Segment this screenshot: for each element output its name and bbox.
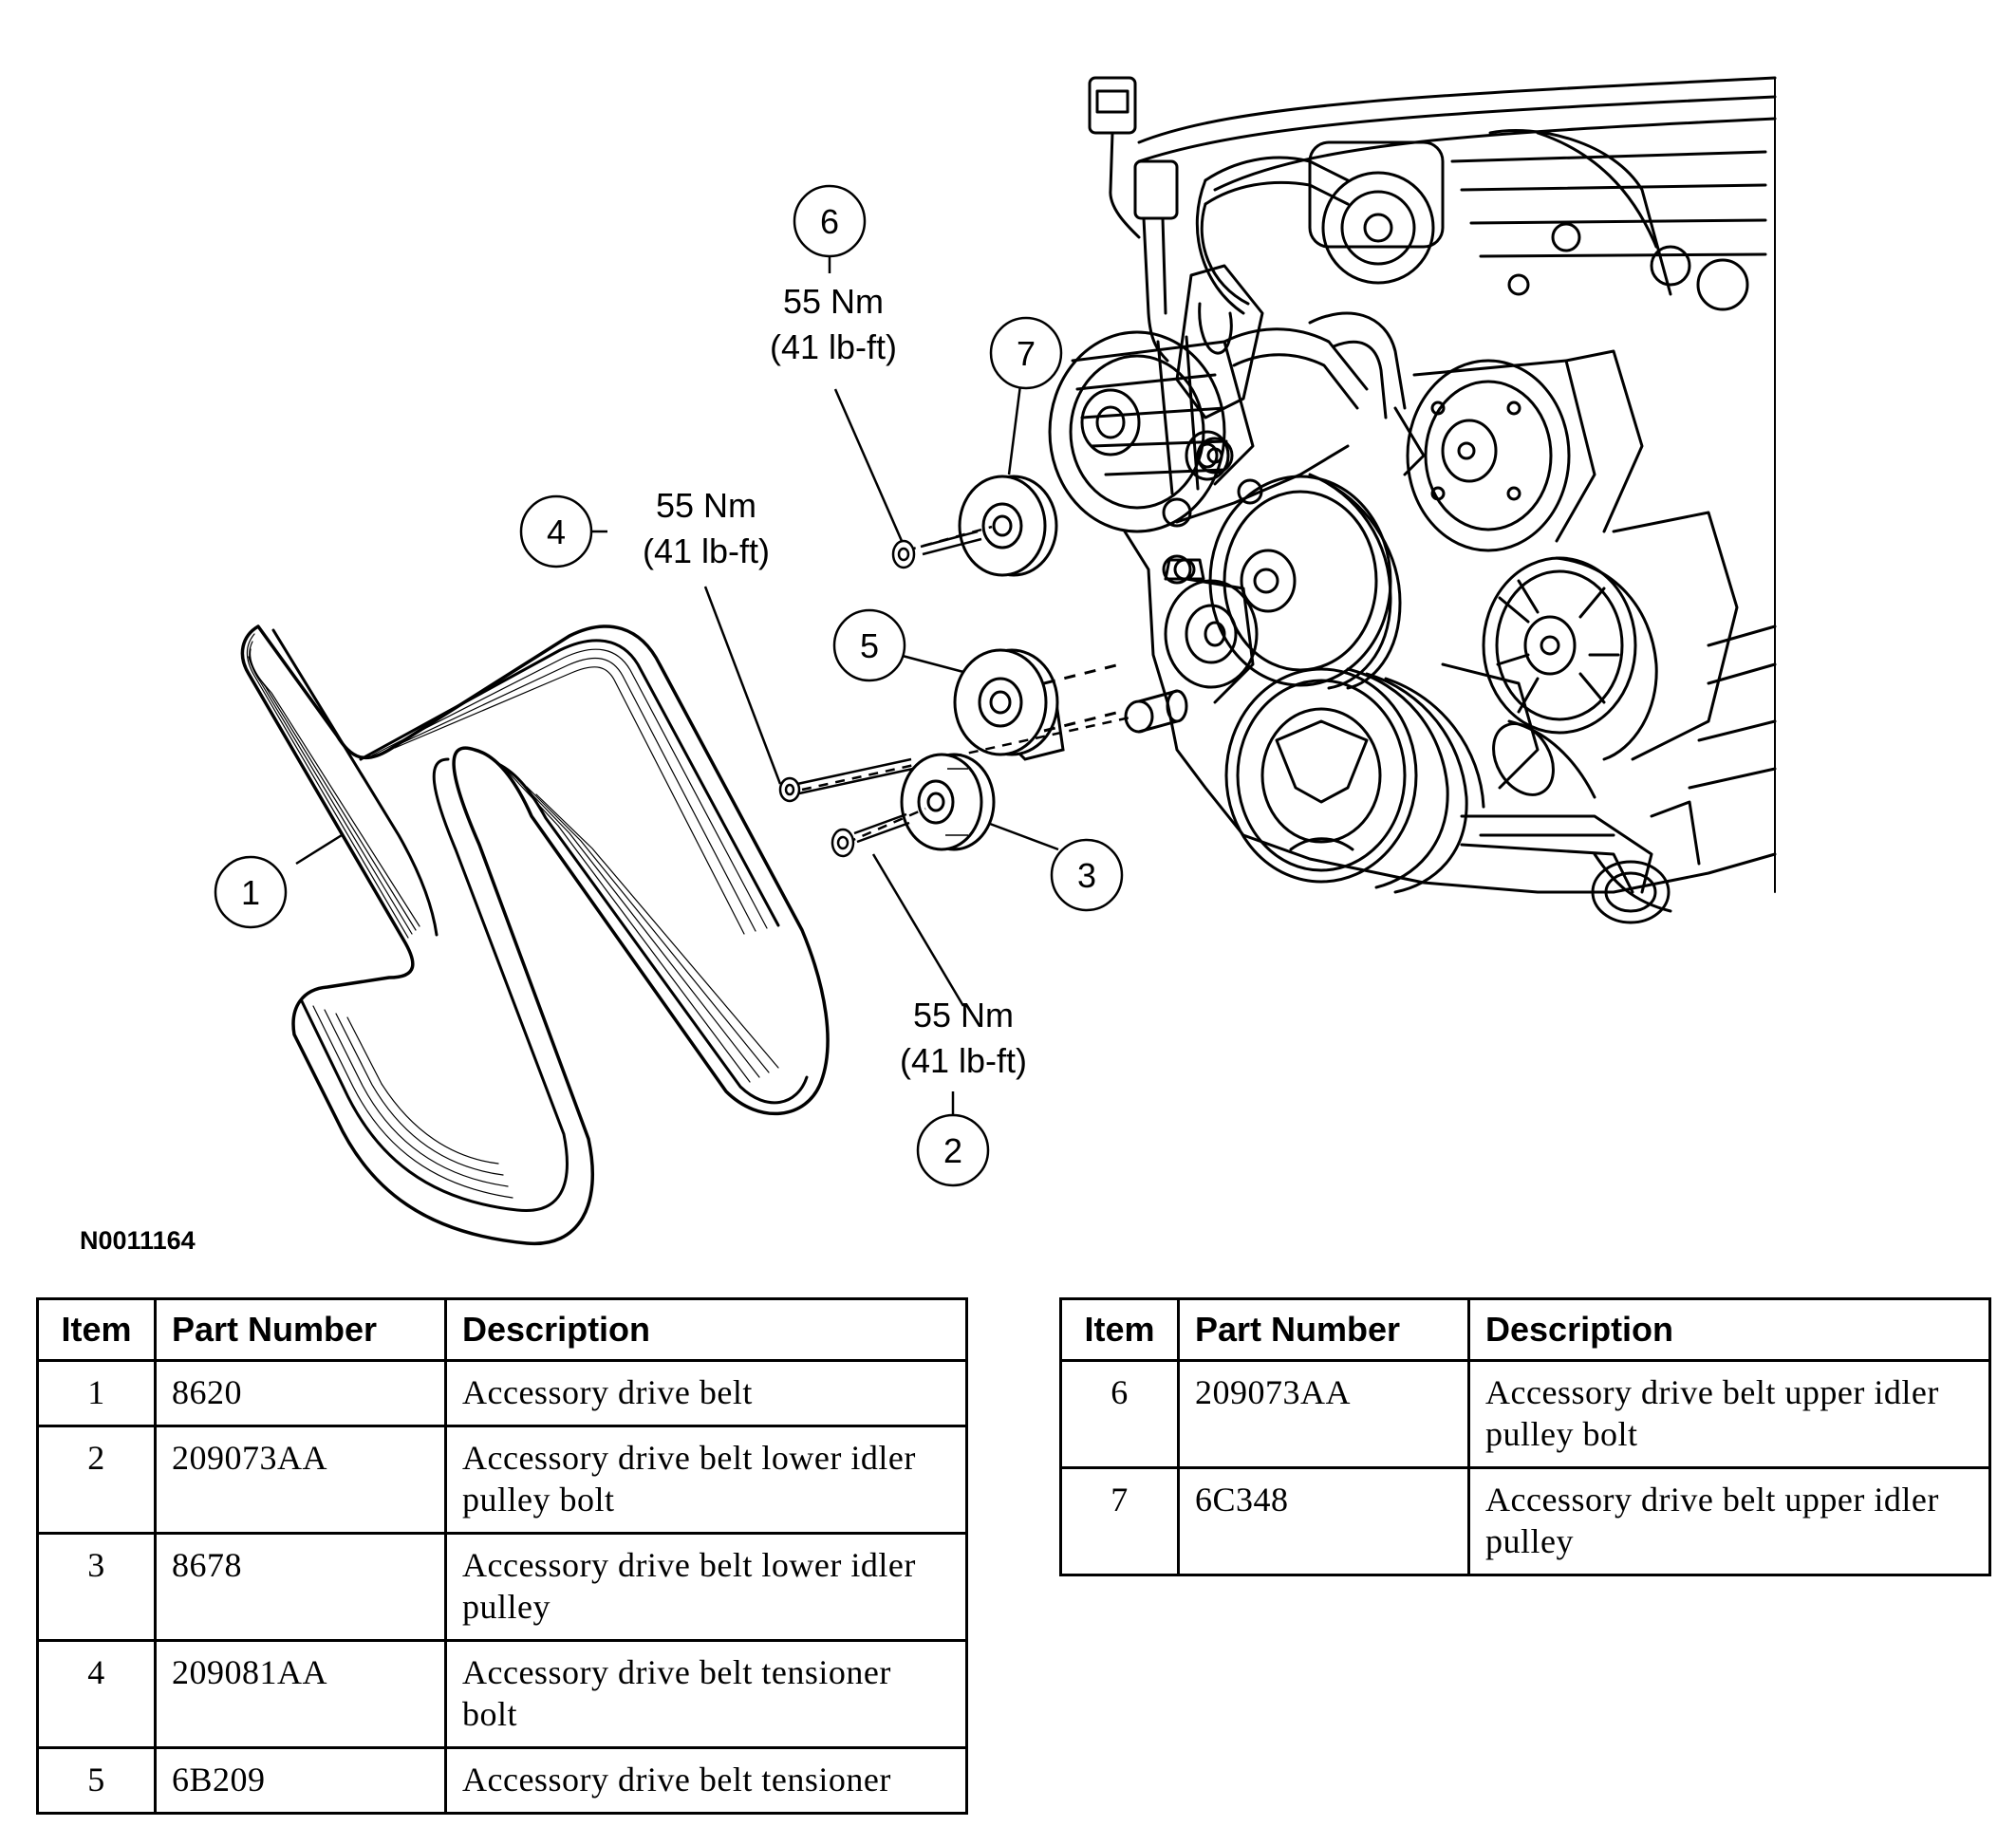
header-description: Description — [1467, 1297, 1991, 1362]
exploded-diagram: 6 55 Nm (41 lb-ft) 7 4 55 Nm (41 lb-ft) … — [80, 76, 1777, 1255]
callout-5: 5 — [832, 608, 906, 682]
parts-table-right: Item Part Number Description 6 209073AA … — [1059, 1297, 1991, 1576]
cell-item: 5 — [36, 1746, 157, 1815]
cell-item: 7 — [1059, 1466, 1180, 1576]
cell-part-number: 6C348 — [1177, 1466, 1470, 1576]
cell-description: Accessory drive belt lower idler pulley … — [444, 1425, 968, 1535]
svg-text:7: 7 — [1017, 334, 1036, 373]
tensioner-bolt — [778, 715, 1135, 803]
header-part-number: Part Number — [154, 1297, 447, 1362]
cell-item: 2 — [36, 1425, 157, 1535]
svg-text:3: 3 — [1077, 856, 1096, 895]
cell-part-number: 8678 — [154, 1532, 447, 1642]
cell-part-number: 8620 — [154, 1359, 447, 1427]
callout-2: 55 Nm (41 lb-ft) 2 — [900, 996, 1027, 1187]
svg-text:2: 2 — [943, 1131, 962, 1170]
callout-4: 4 55 Nm (41 lb-ft) — [519, 486, 770, 570]
upper-idler-pulley — [958, 475, 1058, 577]
cell-part-number: 6B209 — [154, 1746, 447, 1815]
cell-description: Accessory drive belt lower idler pulley — [444, 1532, 968, 1642]
header-item: Item — [36, 1297, 157, 1362]
table-row: 1 8620 Accessory drive belt — [36, 1359, 968, 1427]
cell-item: 6 — [1059, 1359, 1180, 1469]
svg-text:1: 1 — [241, 873, 260, 912]
table-row: 5 6B209 Accessory drive belt tensioner — [36, 1746, 968, 1815]
torque-nm-4: 55 Nm — [656, 486, 756, 525]
figure-id: N0011164 — [80, 1226, 196, 1255]
torque-nm-6: 55 Nm — [783, 282, 884, 321]
cell-part-number: 209081AA — [154, 1639, 447, 1749]
engine-assembly — [1048, 76, 1777, 924]
table-header-row: Item Part Number Description — [1059, 1297, 1991, 1362]
belt-tensioner — [953, 648, 1121, 761]
table-row: 3 8678 Accessory drive belt lower idler … — [36, 1532, 968, 1642]
cell-description: Accessory drive belt upper idler pulley … — [1467, 1359, 1991, 1469]
parts-table-left: Item Part Number Description 1 8620 Acce… — [36, 1297, 968, 1815]
lower-idler-pulley-bolt — [831, 807, 926, 858]
cell-item: 3 — [36, 1532, 157, 1642]
callout-6: 6 55 Nm (41 lb-ft) — [770, 184, 897, 366]
cell-part-number: 209073AA — [1177, 1359, 1470, 1469]
accessory-drive-belt — [240, 624, 830, 1246]
table-header-row: Item Part Number Description — [36, 1297, 968, 1362]
table-row: 2 209073AA Accessory drive belt lower id… — [36, 1425, 968, 1535]
header-item: Item — [1059, 1297, 1180, 1362]
torque-lbft-4: (41 lb-ft) — [643, 531, 770, 570]
cell-description: Accessory drive belt tensioner bolt — [444, 1639, 968, 1749]
torque-nm-2: 55 Nm — [913, 996, 1014, 1034]
cell-item: 4 — [36, 1639, 157, 1749]
cell-description: Accessory drive belt — [444, 1359, 968, 1427]
svg-text:5: 5 — [860, 626, 879, 665]
upper-idler-pulley-bolt — [891, 525, 993, 569]
cell-item: 1 — [36, 1359, 157, 1427]
callout-3: 3 — [1050, 838, 1124, 912]
header-description: Description — [444, 1297, 968, 1362]
cell-description: Accessory drive belt upper idler pulley — [1467, 1466, 1991, 1576]
callout-7: 7 — [989, 316, 1063, 390]
table-row: 4 209081AA Accessory drive belt tensione… — [36, 1639, 968, 1749]
callout-1: 1 — [214, 855, 288, 929]
torque-lbft-2: (41 lb-ft) — [900, 1041, 1027, 1080]
header-part-number: Part Number — [1177, 1297, 1470, 1362]
svg-text:6: 6 — [820, 202, 839, 241]
table-row: 6 209073AA Accessory drive belt upper id… — [1059, 1359, 1991, 1469]
cell-description: Accessory drive belt tensioner — [444, 1746, 968, 1815]
torque-lbft-6: (41 lb-ft) — [770, 327, 897, 366]
lower-idler-pulley — [900, 753, 996, 851]
svg-text:4: 4 — [547, 512, 566, 551]
table-row: 7 6C348 Accessory drive belt upper idler… — [1059, 1466, 1991, 1576]
cell-part-number: 209073AA — [154, 1425, 447, 1535]
